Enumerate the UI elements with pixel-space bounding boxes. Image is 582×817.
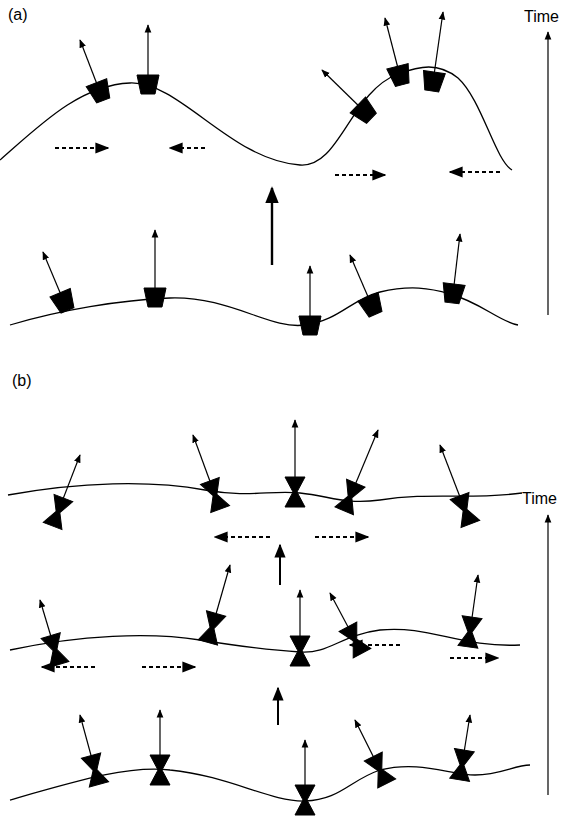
hourglass-shape: [198, 611, 225, 645]
hourglass-shape: [43, 494, 72, 529]
wedge-molecule: [299, 316, 321, 335]
wedge-shape: [441, 283, 465, 304]
hourglass-shape: [285, 477, 305, 507]
evolution-arrow: [271, 188, 273, 265]
hourglass-shape: [450, 492, 479, 527]
hourglass-molecule: [339, 622, 371, 658]
wedge-shape: [86, 79, 113, 105]
flow-arrow: [55, 147, 108, 149]
flow-arrow: [315, 536, 368, 538]
hourglass-molecule: [290, 636, 310, 666]
hourglass-molecule: [81, 753, 108, 787]
wedge-shape: [387, 64, 413, 88]
wedge-molecule: [441, 283, 465, 304]
time-axis: [547, 32, 548, 315]
wedge-shape: [50, 289, 78, 315]
membrane-curve: [0, 67, 512, 170]
flow-arrow: [450, 657, 498, 659]
hourglass-molecule: [450, 492, 479, 527]
hourglass-molecule: [285, 477, 305, 507]
hourglass-shape: [81, 753, 108, 787]
wedge-molecule: [144, 288, 166, 307]
hourglass-shape: [290, 636, 310, 666]
membrane-curve: [10, 288, 518, 326]
hourglass-shape: [335, 479, 365, 514]
hourglass-molecule: [295, 785, 315, 815]
evolution-arrow: [277, 688, 279, 725]
axis-label: Time: [524, 8, 559, 26]
hourglass-molecule: [43, 494, 72, 529]
flow-arrow: [335, 174, 385, 176]
wedge-shape: [144, 288, 166, 307]
hourglass-shape: [339, 622, 371, 658]
membrane-curve: [10, 629, 520, 652]
hourglass-molecule: [41, 633, 69, 667]
membrane-curve: [8, 484, 522, 502]
flow-arrow: [450, 171, 500, 173]
hourglass-molecule: [458, 616, 482, 648]
wedge-molecule: [421, 71, 445, 93]
wedge-shape: [350, 97, 379, 126]
orientation-arrow: [433, 12, 443, 82]
hourglass-shape: [364, 752, 395, 788]
panel-label: (b): [12, 372, 32, 390]
hourglass-shape: [41, 633, 69, 667]
hourglass-shape: [458, 616, 482, 648]
flow-arrow: [215, 536, 270, 538]
panel-label: (a): [8, 6, 28, 24]
axis-label: Time: [522, 490, 557, 508]
membrane-curve: [10, 765, 530, 801]
hourglass-shape: [450, 749, 474, 782]
wedge-molecule: [387, 64, 413, 88]
hourglass-molecule: [450, 749, 474, 782]
flow-arrow: [142, 666, 195, 668]
wedge-molecule: [358, 292, 386, 318]
wedge-shape: [299, 316, 321, 335]
hourglass-molecule: [150, 755, 170, 785]
wedge-shape: [137, 75, 159, 94]
evolution-arrow: [279, 545, 281, 585]
hourglass-shape: [200, 477, 229, 512]
wedge-molecule: [137, 75, 159, 94]
wedge-shape: [358, 292, 386, 318]
hourglass-molecule: [198, 611, 225, 645]
wedge-shape: [421, 71, 445, 93]
hourglass-molecule: [335, 479, 365, 514]
wedge-molecule: [50, 289, 78, 315]
hourglass-molecule: [364, 752, 395, 788]
hourglass-molecule: [200, 477, 229, 512]
wedge-molecule: [350, 97, 379, 126]
hourglass-shape: [295, 785, 315, 815]
wedge-molecule: [86, 79, 113, 105]
hourglass-shape: [150, 755, 170, 785]
flow-arrow: [170, 147, 205, 149]
time-axis: [547, 515, 548, 795]
